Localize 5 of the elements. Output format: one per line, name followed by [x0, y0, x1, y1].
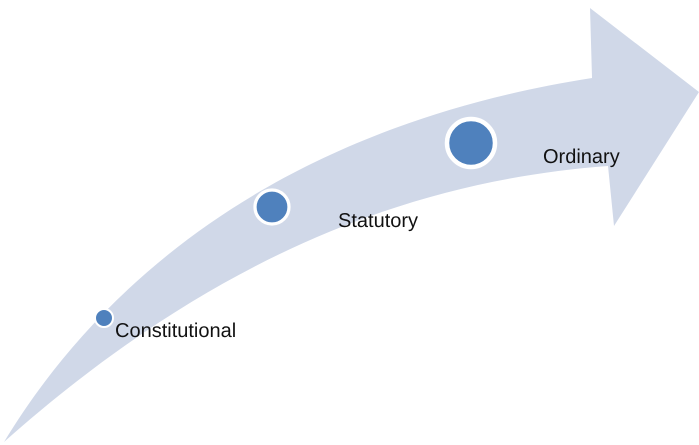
circle-marker [94, 308, 114, 328]
stage-label: Statutory [338, 211, 418, 231]
circle-marker [254, 189, 290, 225]
stage-label: Ordinary [543, 147, 620, 167]
stage-label: Constitutional [115, 321, 236, 341]
